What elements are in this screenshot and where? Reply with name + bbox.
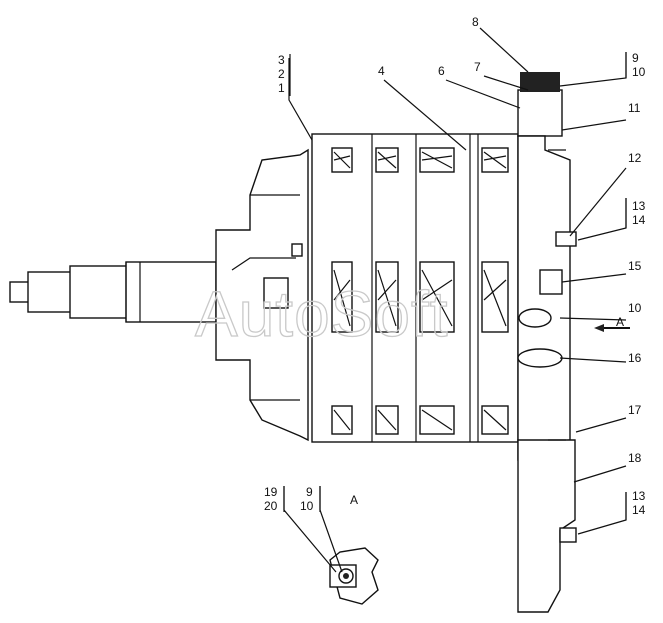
callout-9-top: 9: [632, 51, 639, 65]
cover-flywheel: [517, 72, 577, 613]
hub-housing: [215, 148, 309, 442]
callout-7: 7: [474, 60, 481, 74]
callout-16: 16: [628, 351, 642, 365]
callout-14-upper: 14: [632, 213, 646, 227]
detail-view-label: A: [350, 493, 358, 507]
shaft: [9, 261, 217, 323]
callout-9-bottom: 9: [306, 485, 313, 499]
callout-13-upper: 13: [632, 199, 646, 213]
callout-6: 6: [438, 64, 445, 78]
callout-15: 15: [628, 259, 642, 273]
callout-8: 8: [472, 15, 479, 29]
callout-12: 12: [628, 151, 642, 165]
callout-13-lower: 13: [632, 489, 646, 503]
callout-2: 2: [278, 67, 285, 81]
callout-11: 11: [628, 101, 641, 115]
callout-19: 19: [264, 485, 278, 499]
callout-17: 17: [628, 403, 642, 417]
callout-3: 3: [278, 53, 285, 67]
clutch-pack: [311, 133, 519, 443]
callout-14-lower: 14: [632, 503, 646, 517]
detail-view-a: [329, 547, 379, 605]
callout-separators: [283, 52, 627, 520]
callout-4: 4: [378, 64, 385, 78]
view-arrow-label: A: [616, 315, 624, 329]
callout-labels: 3 2 1 4 6 7 8 9 10 11 12 13 14 15 10 A 1…: [264, 15, 646, 517]
callout-1: 1: [278, 81, 285, 95]
watermark: AutoSoft: [195, 278, 449, 350]
callout-18: 18: [628, 451, 642, 465]
callout-10-bottom: 10: [300, 499, 314, 513]
callout-20: 20: [264, 499, 278, 513]
callout-10-mid: 10: [628, 301, 642, 315]
callout-10-top: 10: [632, 65, 646, 79]
